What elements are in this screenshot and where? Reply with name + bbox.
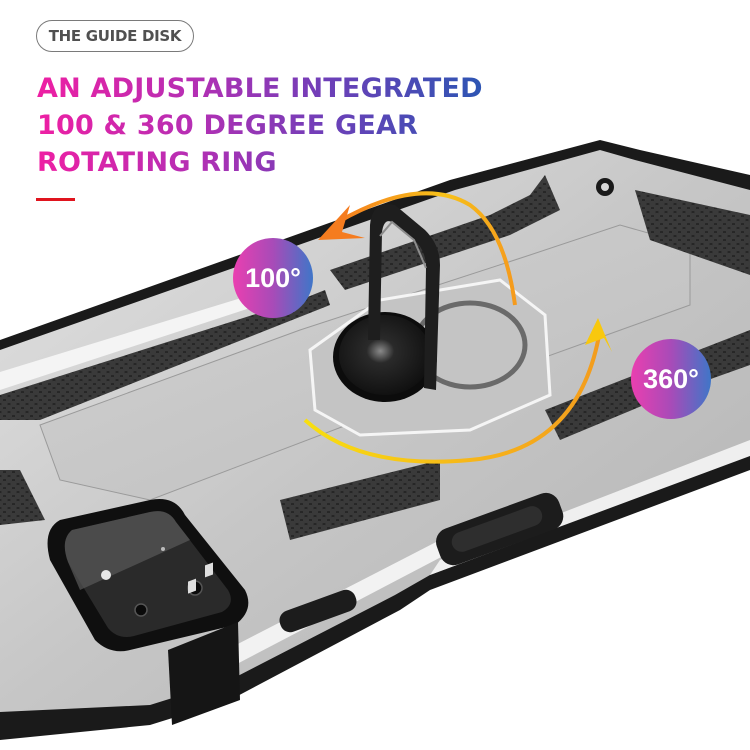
headline-line-1: AN ADJUSTABLE INTEGRATED bbox=[37, 70, 483, 107]
camera-flash bbox=[101, 570, 111, 580]
guide-disk-tag: THE GUIDE DISK bbox=[36, 20, 194, 52]
badge-100-degree: 100° bbox=[233, 238, 313, 318]
rotating-disk bbox=[339, 315, 431, 395]
headline-line-3: ROTATING RING bbox=[37, 144, 483, 181]
volume-button-cover bbox=[279, 589, 357, 633]
headline: AN ADJUSTABLE INTEGRATED 100 & 360 DEGRE… bbox=[37, 70, 483, 181]
camera-module bbox=[47, 499, 249, 652]
badge-360-degree: 360° bbox=[631, 339, 711, 419]
bottom-clip bbox=[168, 562, 240, 725]
accent-divider bbox=[36, 198, 75, 201]
headline-line-2: 100 & 360 DEGREE GEAR bbox=[37, 107, 483, 144]
camera-lens bbox=[134, 603, 148, 617]
